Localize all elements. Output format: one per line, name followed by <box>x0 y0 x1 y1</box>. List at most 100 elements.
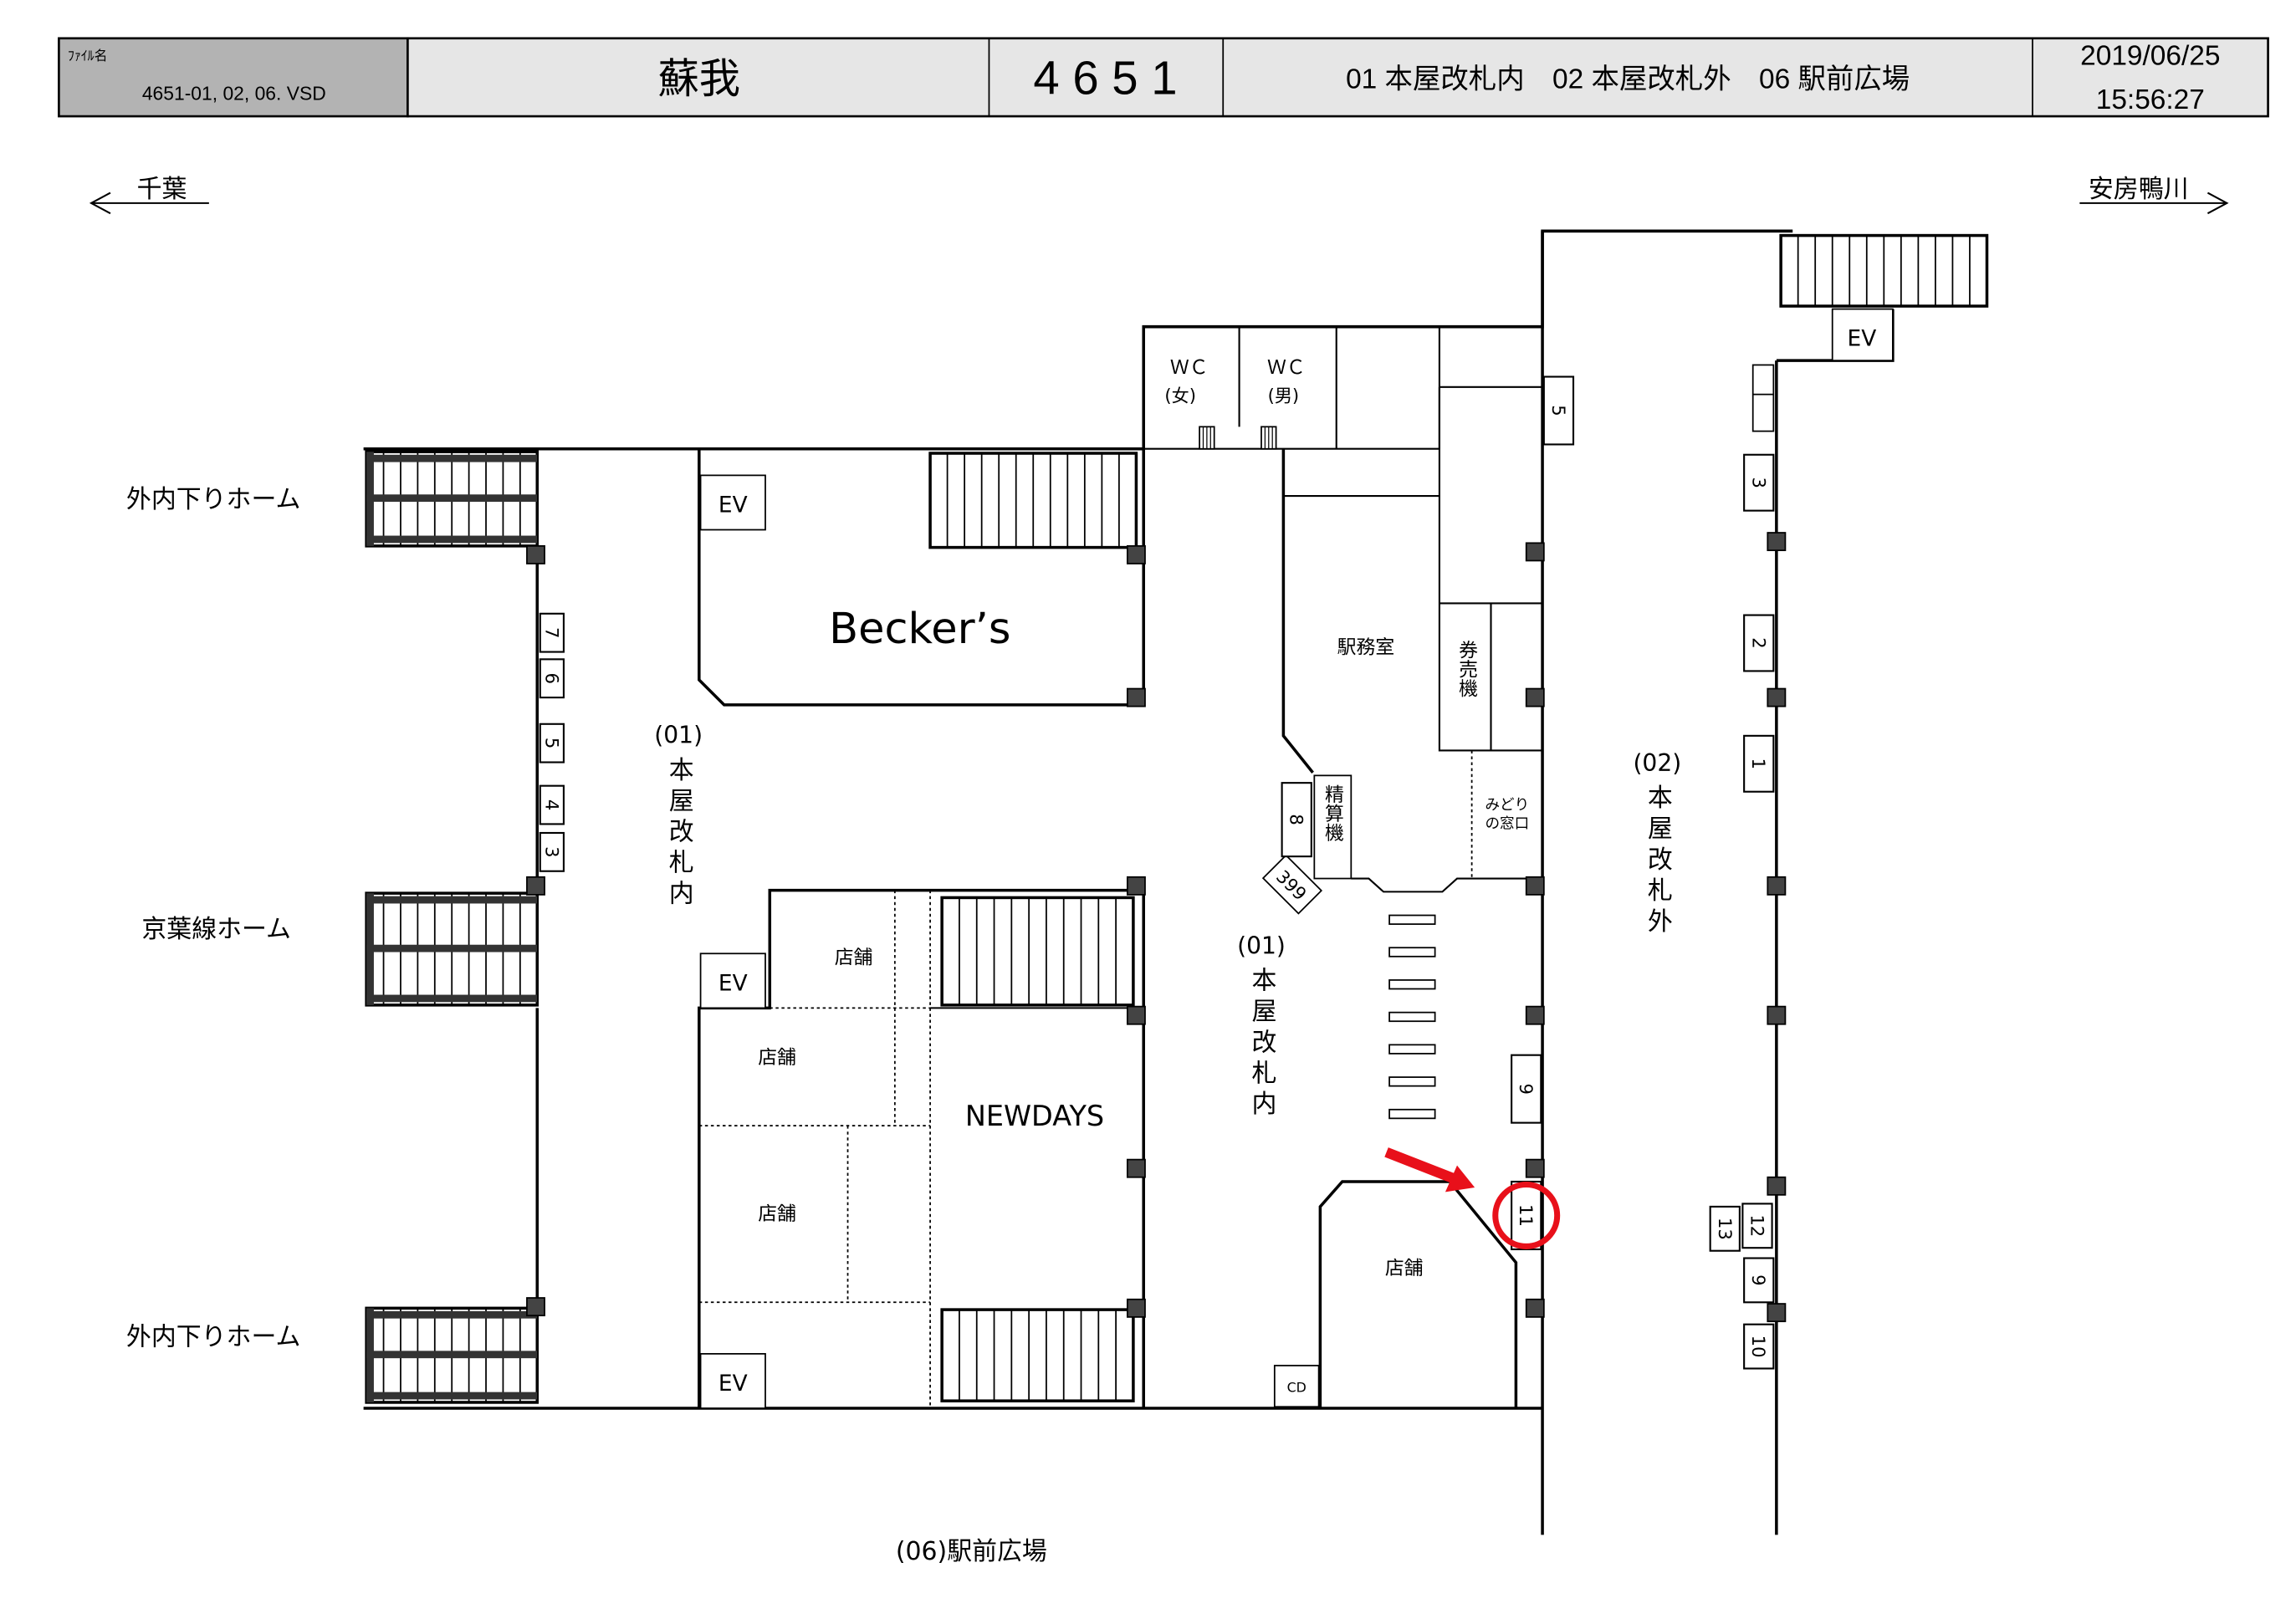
marker-4: 4 <box>539 784 565 825</box>
pillar <box>1126 544 1146 564</box>
marker-number: 7 <box>541 627 562 638</box>
floor-guide-bar <box>1388 914 1436 925</box>
marker-number: 4 <box>541 799 562 810</box>
pillar <box>526 544 545 564</box>
zone-inside-left-name: 本屋改札内 <box>664 756 694 911</box>
marker-number: 12 <box>1746 1214 1767 1237</box>
marker-number: 3 <box>1748 477 1769 488</box>
area-list: 01 本屋改札内 02 本屋改札外 06 駅前広場 <box>1346 64 1910 95</box>
pillar <box>1767 532 1787 552</box>
elevator: EV <box>1831 308 1894 362</box>
marker-number: 13 <box>1715 1218 1736 1240</box>
wc-men-label: ＷＣ <box>1267 357 1306 379</box>
zone-inside-center-code: (01) <box>1237 932 1286 959</box>
title-block: ﾌｧｲﾙ名 4651-01, 02, 06. VSD 蘇我 4 6 5 1 01… <box>58 37 2269 118</box>
file-label: ﾌｧｲﾙ名 <box>68 49 108 64</box>
pillar <box>1126 1158 1146 1178</box>
shop-label: 店舗 <box>758 1203 796 1225</box>
small-stairs-icon <box>1260 426 1277 450</box>
floor-guide-bar <box>1388 1044 1436 1055</box>
highlight-circle-icon <box>1492 1182 1561 1249</box>
station-name: 蘇我 <box>658 56 741 102</box>
elevator-label: EV <box>718 971 748 996</box>
marker-number: 3 <box>541 846 562 857</box>
elevator-label: EV <box>718 1371 748 1397</box>
marker-9: 9 <box>1511 1054 1542 1124</box>
marker-number: 8 <box>1286 814 1307 825</box>
pillar <box>1126 1005 1146 1025</box>
pillar <box>1126 876 1146 896</box>
zone-inside-center-name: 本屋改札内 <box>1246 967 1276 1121</box>
elevator-label: EV <box>1848 327 1877 352</box>
marker-number: 10 <box>1748 1335 1769 1358</box>
marker-7: 7 <box>539 612 565 653</box>
elevator-label: EV <box>718 493 748 518</box>
arrowhead-icon <box>1445 1165 1475 1192</box>
marker-10: 10 <box>1743 1323 1775 1370</box>
floor-guide-bar <box>1388 1108 1436 1120</box>
pointer-arrow-icon <box>1384 1147 1456 1184</box>
floor-guide-bar <box>1388 979 1436 990</box>
marker-8: 8 <box>1281 782 1312 858</box>
pillar <box>526 876 545 896</box>
pillar <box>1525 1298 1545 1318</box>
staircase <box>365 450 539 548</box>
marker-number: 9 <box>1516 1083 1537 1094</box>
marker-6: 6 <box>539 658 565 699</box>
file-name: 4651-01, 02, 06. VSD <box>142 83 326 105</box>
beckers-label: Becker’s <box>829 605 1010 654</box>
marker-number: 5 <box>1548 405 1569 416</box>
floor-guide-bar <box>1388 1011 1436 1023</box>
marker-3: 3 <box>539 831 565 872</box>
pillar <box>1126 687 1146 707</box>
marker-5: 5 <box>1542 375 1575 446</box>
pillar <box>1767 1303 1787 1323</box>
floor-guide-bar <box>1388 1076 1436 1087</box>
pillar <box>1126 1298 1146 1318</box>
marker-number: 9 <box>1748 1274 1769 1285</box>
staircase <box>1779 233 1989 308</box>
elevator: EV <box>699 952 766 1009</box>
zone-plaza-label: (06)駅前広場 <box>896 1537 1047 1566</box>
marker-3: 3 <box>1743 453 1775 512</box>
midori-window-label-2: の窓口 <box>1485 816 1529 833</box>
direction-left: 千葉 <box>89 175 209 215</box>
marker-1: 1 <box>1743 734 1775 793</box>
marker-9: 9 <box>1743 1257 1775 1304</box>
gate-399: 399 <box>1261 854 1323 915</box>
newdays-label: NEWDAYS <box>965 1100 1104 1132</box>
elevator: EV <box>699 1353 766 1409</box>
pillar <box>1525 1158 1545 1178</box>
pillar <box>1767 1005 1787 1025</box>
platform-top-label: 外内下りホーム <box>126 485 300 514</box>
location-markers: 7 6 5 4 3 5 8 9 11 3 2 1 12 13 9 10 <box>539 375 1775 1370</box>
pillars <box>526 364 1787 1323</box>
wc-women-label: ＷＣ <box>1170 357 1209 379</box>
elevator: EV <box>699 474 766 531</box>
highlight-annotation <box>1384 1147 1561 1249</box>
fare-adjustment-label: 精算機 <box>1321 784 1343 842</box>
floor-guides <box>1388 914 1436 1120</box>
station-code: 4 6 5 1 <box>1033 52 1177 105</box>
direction-right-label: 安房鴨川 <box>2089 175 2189 204</box>
elevators: EV EV EV EV <box>699 308 1894 1409</box>
marker-11: 11 <box>1511 1180 1542 1251</box>
staircase <box>928 452 1138 549</box>
marker-13: 13 <box>1709 1205 1741 1252</box>
direction-left-label: 千葉 <box>137 175 187 204</box>
zone-inside-left-code: (01) <box>654 722 703 749</box>
shop-label: 店舗 <box>758 1047 796 1069</box>
marker-number: 2 <box>1748 637 1769 648</box>
pillar <box>1525 687 1545 707</box>
marker-number: 11 <box>1516 1204 1537 1227</box>
marker-number: 5 <box>541 738 562 748</box>
marker-12: 12 <box>1741 1203 1773 1249</box>
zone-outside-name: 本屋改札外 <box>1643 784 1673 939</box>
time: 15:56:27 <box>2096 84 2205 115</box>
staircase <box>940 896 1135 1007</box>
platform-middle-label: 京葉線ホーム <box>141 915 291 944</box>
wc-women-sub: (女) <box>1164 385 1196 406</box>
wc-men-sub: (男) <box>1268 385 1300 406</box>
staircase <box>365 891 539 1007</box>
cd-atm-label: CD <box>1287 1380 1307 1396</box>
